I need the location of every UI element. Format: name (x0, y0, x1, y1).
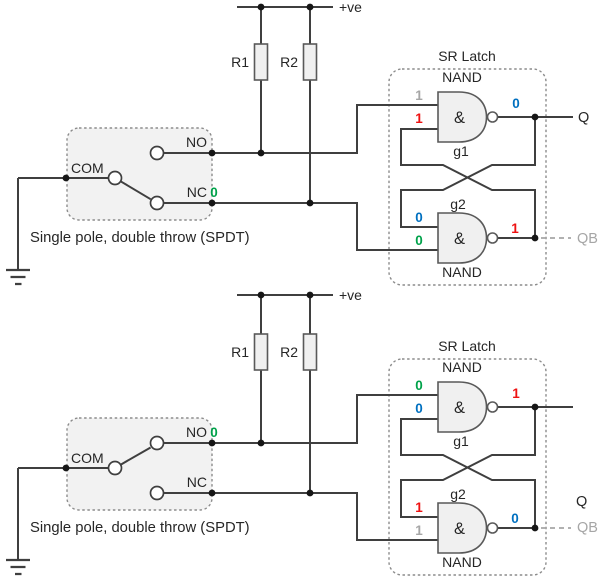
no-label: NO (186, 134, 207, 150)
g1-inverter-bubble (486, 401, 499, 413)
bottom-circuit: +ve R1 R2 COM NO 0 NC Single pole, doubl… (6, 287, 598, 576)
g1-label: g1 (453, 143, 469, 159)
nand-label-top: NAND (442, 69, 482, 85)
com-label: COM (71, 450, 104, 466)
qb-label: QB (577, 520, 598, 536)
no-terminal (149, 435, 165, 451)
g1-and-symbol: & (454, 109, 465, 127)
no-label: NO (186, 424, 207, 440)
top-circuit: +ve R1 R2 COM NO NC 0 Single pole, doubl… (6, 0, 598, 286)
power-label: +ve (339, 0, 362, 15)
junction-dot (306, 489, 314, 497)
nand-gate-g1 (437, 381, 488, 433)
junction-dot (531, 524, 539, 532)
g2-output-value: 1 (511, 221, 519, 236)
nand-gate-g1 (437, 91, 488, 143)
q-label: Q (578, 110, 589, 126)
resistor-r2-body (302, 43, 318, 81)
g2-and-symbol: & (454, 520, 465, 538)
nc-label: NC (187, 474, 207, 490)
junction-dots (62, 3, 539, 242)
junction-dots (62, 291, 539, 532)
spdt-caption: Single pole, double throw (SPDT) (30, 520, 250, 536)
g2-inverter-bubble (486, 522, 499, 534)
g1-output-value: 0 (512, 96, 520, 111)
g1-input1-value: 0 (415, 378, 423, 393)
com-label: COM (71, 160, 104, 176)
g1-output-value: 1 (512, 386, 520, 401)
junction-dot (306, 199, 314, 207)
nc-terminal (149, 485, 165, 501)
junction-dot (531, 403, 539, 411)
resistor-r2-body (302, 333, 318, 371)
com-pivot-terminal (107, 170, 123, 186)
nc-state-value: 0 (210, 185, 218, 200)
g1-label: g1 (453, 433, 469, 449)
power-label: +ve (339, 287, 362, 303)
nc-label: NC (187, 184, 207, 200)
g2-input2-value: 0 (415, 233, 423, 248)
g2-input2-value: 1 (415, 523, 423, 538)
junction-dot (257, 291, 265, 299)
g2-label: g2 (450, 196, 466, 212)
sr-latch-box (388, 68, 547, 286)
spdt-switch-box (66, 127, 213, 221)
junction-dot (257, 3, 265, 11)
sr-latch-title: SR Latch (438, 338, 496, 354)
nand-label-top: NAND (442, 359, 482, 375)
junction-dot (531, 234, 539, 242)
g1-input2-value: 0 (415, 401, 423, 416)
g1-input2-value: 1 (415, 111, 423, 126)
junction-dot (306, 291, 314, 299)
g2-input1-value: 0 (415, 210, 423, 225)
g2-output-value: 0 (511, 511, 519, 526)
nand-gate-g2 (437, 212, 488, 264)
qb-label: QB (577, 231, 598, 247)
switch-arm (120, 446, 152, 466)
g2-inverter-bubble (486, 232, 499, 244)
nc-terminal (149, 195, 165, 211)
sr-latch-title: SR Latch (438, 48, 496, 64)
g1-inverter-bubble (486, 111, 499, 123)
junction-dot (62, 464, 70, 472)
junction-dot (257, 439, 265, 447)
resistor-r1-body (253, 43, 269, 81)
no-state-value: 0 (210, 425, 218, 440)
switch-arm (120, 180, 152, 201)
r1-label: R1 (231, 54, 249, 70)
resistor-r1-body (253, 333, 269, 371)
no-terminal (149, 145, 165, 161)
g2-label: g2 (450, 486, 466, 502)
junction-dot (208, 199, 216, 207)
g1-and-symbol: & (454, 399, 465, 417)
nand-gate-g2 (437, 502, 488, 554)
r2-label: R2 (280, 54, 298, 70)
junction-dot (208, 149, 216, 157)
junction-dot (208, 439, 216, 447)
junction-dot (208, 489, 216, 497)
r1-label: R1 (231, 344, 249, 360)
nand-label-bottom: NAND (442, 554, 482, 570)
ground-symbol (6, 558, 30, 576)
nand-label-bottom: NAND (442, 264, 482, 280)
ground-symbol (6, 268, 30, 286)
g2-and-symbol: & (454, 230, 465, 248)
junction-dot (306, 3, 314, 11)
g1-input1-value: 1 (415, 88, 423, 103)
junction-dot (531, 113, 539, 121)
spdt-caption: Single pole, double throw (SPDT) (30, 230, 250, 246)
junction-dot (257, 149, 265, 157)
spdt-switch-box (66, 417, 213, 511)
q-label: Q (576, 494, 587, 510)
com-pivot-terminal (107, 460, 123, 476)
r2-label: R2 (280, 344, 298, 360)
junction-dot (62, 174, 70, 182)
g2-input1-value: 1 (415, 500, 423, 515)
sr-latch-box (388, 358, 547, 576)
